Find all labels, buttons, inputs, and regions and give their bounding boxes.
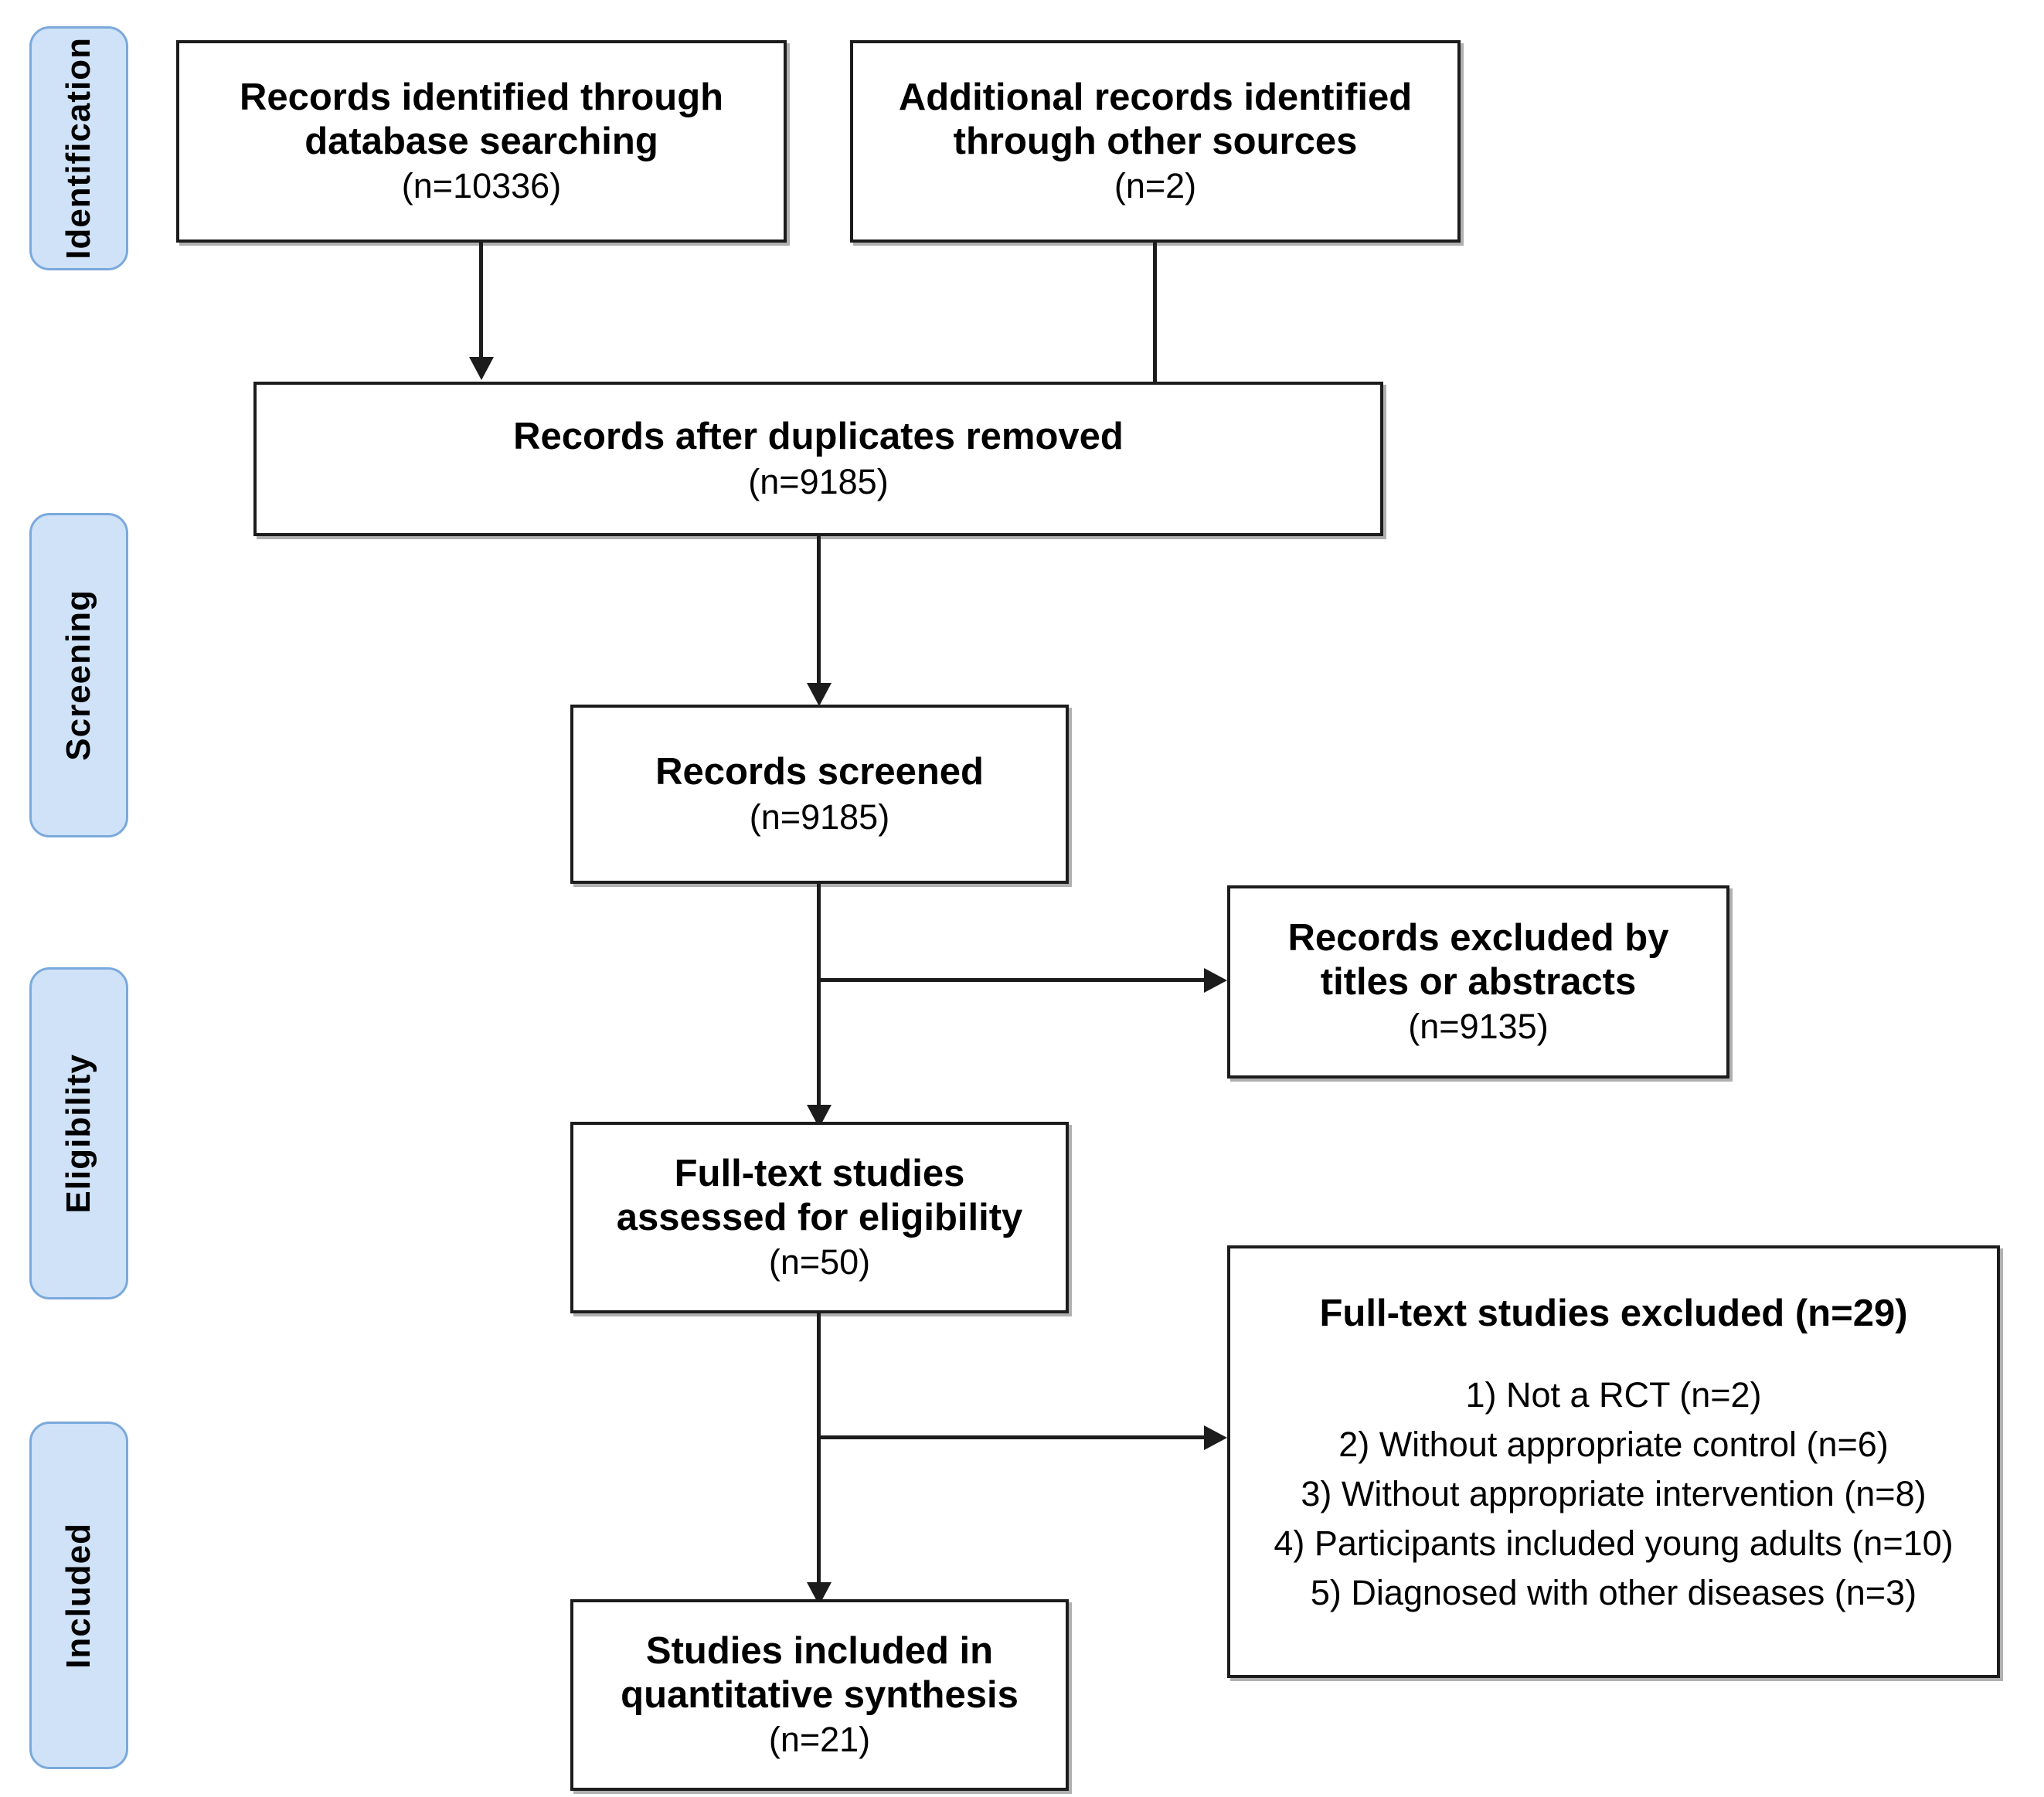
box-records-excluded-titles-abstracts: Records excluded by titles or abstracts … (1227, 885, 1729, 1079)
arrowhead-fulltext-to-fulltext-excluded (1204, 1425, 1227, 1450)
box-records-excluded-titles-abstracts-title: Records excluded by titles or abstracts (1287, 916, 1669, 1003)
list-item: 3) Without appropriate intervention (n=8… (1301, 1473, 1927, 1513)
stage-tab-eligibility-label: Eligibility (60, 1053, 97, 1214)
connector-duplicates-to-screened (817, 536, 821, 684)
box-fulltext-studies-assessed: Full-text studies assessed for eligibili… (570, 1122, 1069, 1313)
connector-fulltext-to-included (817, 1313, 821, 1585)
box-additional-records-other-sources-title: Additional records identified through ot… (898, 76, 1413, 162)
list-item: 4) Participants included young adults (n… (1274, 1523, 1954, 1563)
connector-other-sources-to-duplicates (1153, 243, 1157, 383)
connector-screened-to-records-excluded (817, 978, 1212, 982)
arrowhead-duplicates-to-screened (807, 683, 832, 706)
stage-tab-identification-label: Identification (60, 37, 97, 260)
box-records-screened-count: (n=9185) (749, 797, 890, 837)
arrowhead-screened-to-records-excluded (1204, 968, 1227, 993)
box-records-identified-database-count: (n=10336) (401, 166, 562, 206)
connector-fulltext-to-fulltext-excluded (817, 1435, 1212, 1439)
box-records-after-duplicates-removed: Records after duplicates removed (n=9185… (253, 382, 1383, 536)
box-fulltext-studies-excluded: Full-text studies excluded (n=29) 1) Not… (1227, 1245, 2000, 1678)
box-records-identified-database: Records identified through database sear… (176, 40, 787, 243)
box-additional-records-other-sources: Additional records identified through ot… (850, 40, 1461, 243)
stage-tab-identification: Identification (29, 26, 128, 270)
box-records-after-duplicates-removed-count: (n=9185) (748, 461, 889, 501)
stage-tab-screening-label: Screening (60, 589, 97, 761)
box-fulltext-studies-excluded-heading: Full-text studies excluded (n=29) (1319, 1293, 1908, 1334)
fulltext-exclusion-reason-list: 1) Not a RCT (n=2) 2) Without appropriat… (1241, 1371, 1986, 1617)
box-fulltext-studies-assessed-count: (n=50) (768, 1242, 871, 1282)
box-studies-included-quantitative-synthesis-count: (n=21) (768, 1720, 871, 1760)
connector-screened-to-fulltext (817, 884, 821, 1108)
stage-tab-eligibility: Eligibility (29, 967, 128, 1299)
list-item: 1) Not a RCT (n=2) (1465, 1375, 1762, 1415)
box-records-excluded-titles-abstracts-count: (n=9135) (1408, 1007, 1549, 1047)
box-fulltext-studies-assessed-title: Full-text studies assessed for eligibili… (616, 1152, 1023, 1238)
box-records-screened-title: Records screened (655, 751, 984, 793)
box-additional-records-other-sources-count: (n=2) (1114, 166, 1197, 206)
box-studies-included-quantitative-synthesis-title: Studies included in quantitative synthes… (621, 1629, 1019, 1716)
stage-tab-included: Included (29, 1422, 128, 1769)
box-studies-included-quantitative-synthesis: Studies included in quantitative synthes… (570, 1599, 1069, 1791)
arrowhead-db-search-to-duplicates (469, 357, 494, 380)
box-records-after-duplicates-removed-title: Records after duplicates removed (513, 416, 1124, 458)
connector-db-search-to-duplicates (479, 243, 483, 358)
box-records-screened: Records screened (n=9185) (570, 705, 1069, 884)
box-records-identified-database-title: Records identified through database sear… (239, 76, 724, 162)
list-item: 2) Without appropriate control (n=6) (1338, 1424, 1889, 1464)
list-item: 5) Diagnosed with other diseases (n=3) (1310, 1572, 1917, 1612)
stage-tab-included-label: Included (60, 1522, 97, 1669)
stage-tab-screening: Screening (29, 513, 128, 837)
